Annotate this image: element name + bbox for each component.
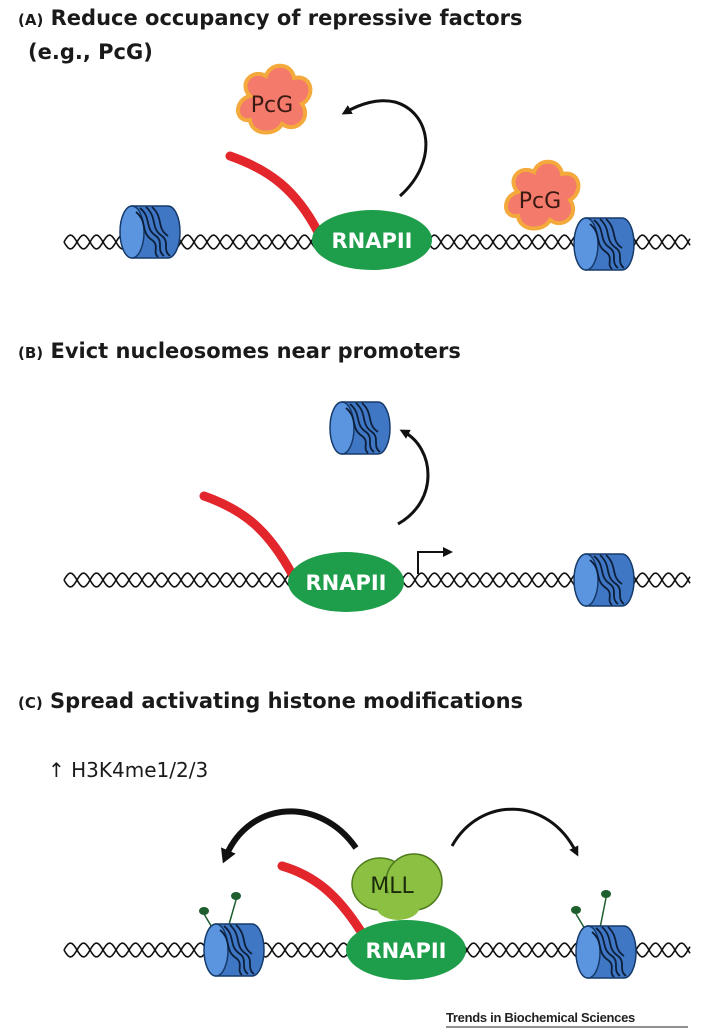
panel-b-title: (B) Evict nucleosomes near promoters <box>18 339 461 363</box>
methyl-mark <box>199 907 209 915</box>
mll-label: MLL <box>370 874 414 899</box>
panel-c-title-text: Spread activating histone modifications <box>50 689 524 713</box>
pcg-label-bound: PcG <box>519 189 561 214</box>
panel-b-letter: (B) <box>18 344 44 362</box>
panel-c-graphic: MLL RNAPII <box>63 807 691 980</box>
pcg-label-evicted: PcG <box>251 93 293 118</box>
rna-transcript-a <box>225 151 323 237</box>
rnapii-c <box>346 920 466 980</box>
spread-arrow-right <box>450 807 579 857</box>
panel-a-title-line2: (e.g., PcG) <box>28 40 153 64</box>
up-arrow-icon: ↑ <box>48 758 65 782</box>
h3k4-text: H3K4me1/2/3 <box>71 758 209 782</box>
mll-complex <box>351 853 443 920</box>
rna-transcript-b <box>199 491 297 579</box>
nucleosome-a-right <box>573 217 635 271</box>
panel-a-title: (A) Reduce occupancy of repressive facto… <box>18 6 523 30</box>
nucleosome-c-right-marked <box>571 890 637 979</box>
eviction-arrow-a <box>341 99 428 198</box>
nucleosome-b-right <box>573 553 635 607</box>
rna-transcript-c <box>277 861 365 935</box>
nucleosome-c-left-marked <box>199 892 265 977</box>
nucleosome-a-left <box>119 205 181 259</box>
spread-arrow-left <box>221 808 359 864</box>
methyl-mark <box>231 892 241 900</box>
journal-credit: Trends in Biochemical Sciences <box>446 1010 635 1025</box>
methyl-mark <box>601 890 611 898</box>
methyl-mark <box>571 906 581 914</box>
tss-arrow-icon <box>417 547 453 574</box>
rnapii-c-label: RNAPII <box>365 939 446 963</box>
h3k4-mark-label: ↑ H3K4me1/2/3 <box>48 758 208 782</box>
nucleosome-b-evicted <box>329 401 391 455</box>
rnapii-b <box>288 552 404 612</box>
panel-a-graphic: RNAPII PcG PcG <box>63 63 691 271</box>
panel-b-graphic: RNAPII <box>63 401 691 612</box>
panel-a-title-line1: Reduce occupancy of repressive factors <box>50 6 523 30</box>
panel-b-title-text: Evict nucleosomes near promoters <box>50 339 461 363</box>
rnapii-a-label: RNAPII <box>331 229 412 253</box>
panel-c-letter: (C) <box>18 694 43 712</box>
rnapii-a <box>312 210 432 270</box>
panel-a-letter: (A) <box>18 11 44 29</box>
eviction-arrow-b <box>397 429 430 526</box>
rnapii-b-label: RNAPII <box>305 571 386 595</box>
panel-c-title: (C) Spread activating histone modificati… <box>18 689 523 713</box>
